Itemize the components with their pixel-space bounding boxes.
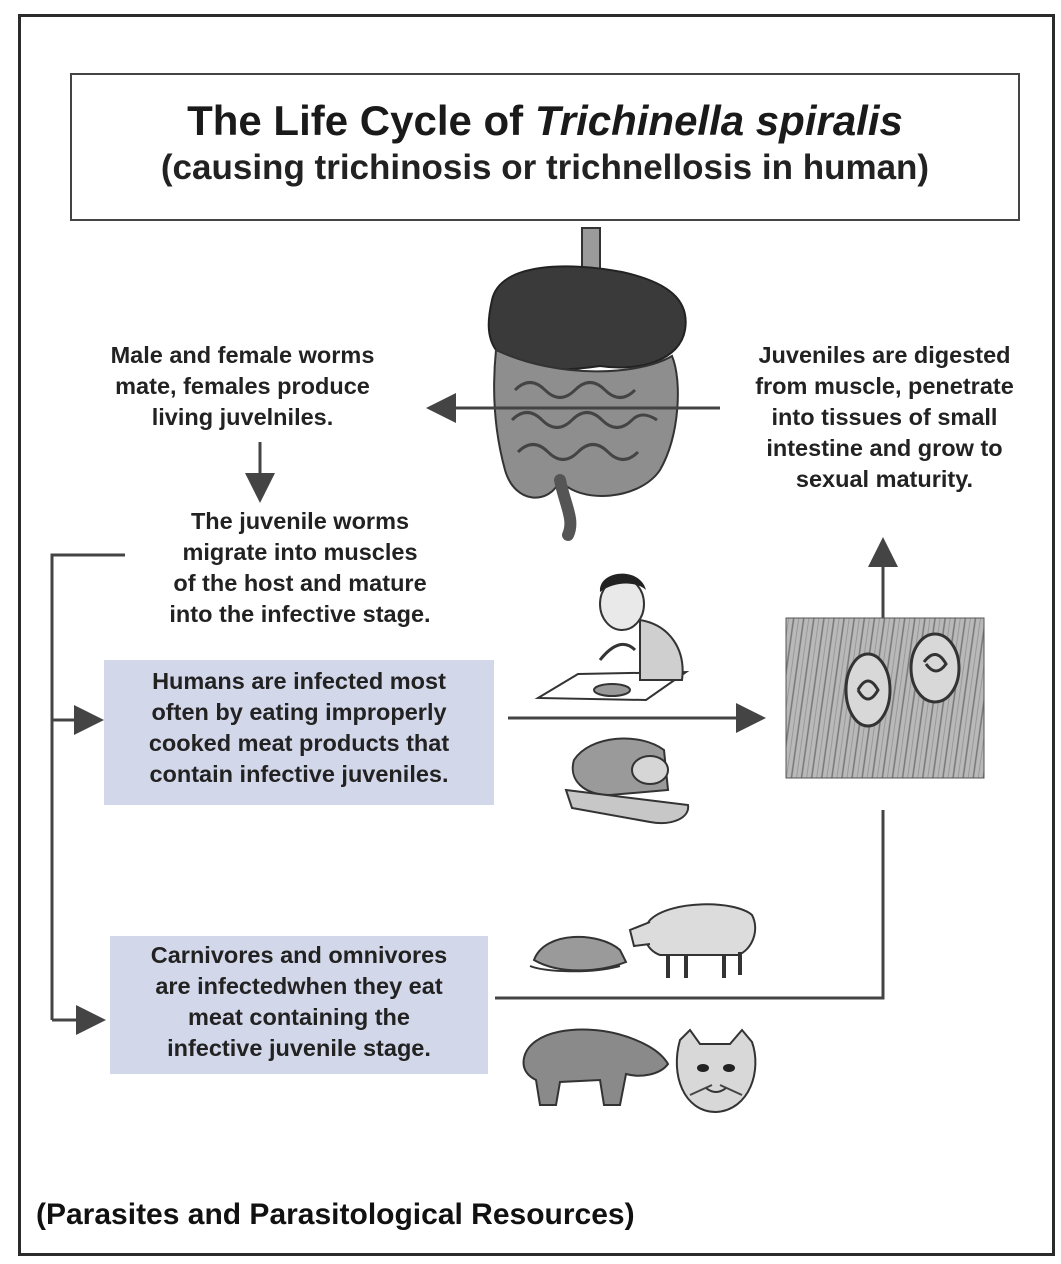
man-eating-icon <box>538 574 686 700</box>
rat-icon <box>530 937 626 971</box>
loop-bracket <box>52 555 125 1020</box>
digestive-system-icon <box>489 228 686 535</box>
pig-icon <box>630 904 755 978</box>
bear-icon <box>524 1029 669 1105</box>
muscle-tissue-icon <box>786 618 984 778</box>
ham-icon <box>566 739 688 824</box>
cat-icon <box>677 1030 756 1112</box>
